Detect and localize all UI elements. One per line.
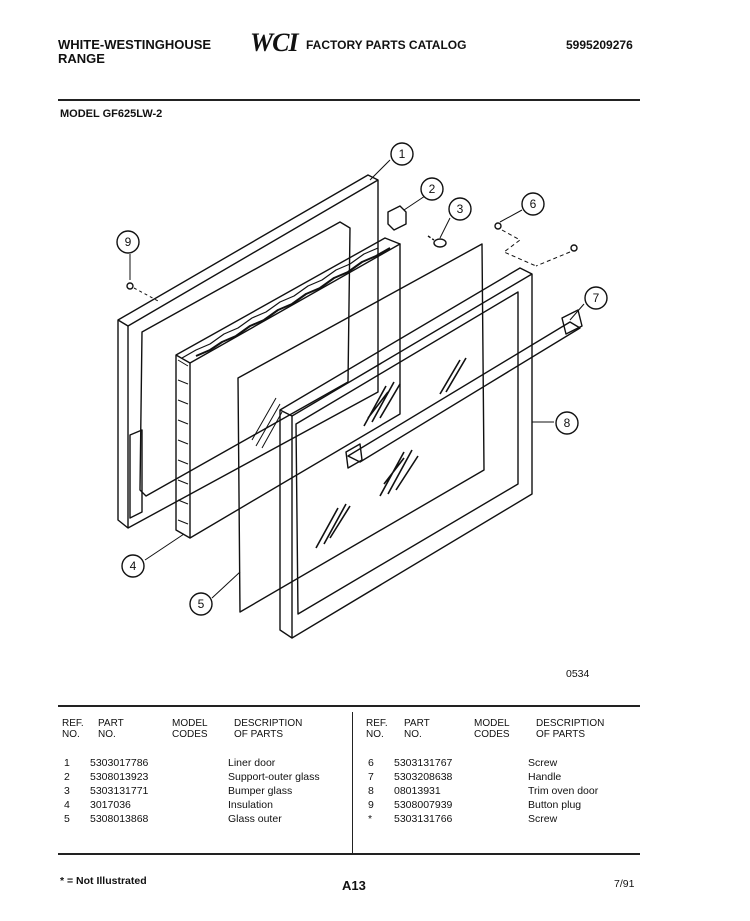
callout-4: 4 [121,554,145,578]
brand-block: WHITE-WESTINGHOUSE RANGE [58,38,211,66]
insulation-part [175,237,401,539]
svg-text:8: 8 [564,416,571,430]
ref-no-header: REF.NO. [62,718,84,740]
screw-part [494,222,578,267]
liner-door-part [117,174,379,529]
figure-code: 0534 [566,668,590,680]
callout-5: 5 [189,592,213,616]
callout-3: 3 [448,197,472,221]
not-illustrated-note: * = Not Illustrated [60,875,147,887]
brand-name: WHITE-WESTINGHOUSE [58,37,212,52]
model-number: MODEL GF625LW-2 [60,108,163,120]
svg-text:4: 4 [130,559,137,573]
catalog-number: 5995209276 [566,38,633,52]
trim-oven-door-part [279,267,533,639]
callout-7: 7 [584,286,608,310]
table-bottom-rule [58,853,640,855]
callout-6: 6 [521,192,545,216]
callout-1: 1 [390,142,414,166]
callout-9: 9 [116,230,140,254]
ref-no-header-right: REF.NO. [366,718,388,740]
support-outer-glass-part [387,205,407,231]
bumper-glass-part [427,235,447,248]
revision-date: 7/91 [614,878,635,890]
exploded-door-diagram: 1 2 3 4 5 6 7 8 9 0534 [116,142,608,680]
callout-8: 8 [555,411,579,435]
table-divider [352,712,353,854]
glass-outer-part [237,243,485,613]
svg-text:7: 7 [593,291,600,305]
svg-text:2: 2 [429,182,436,196]
svg-text:3: 3 [457,202,464,216]
svg-text:6: 6 [530,197,537,211]
svg-text:9: 9 [125,235,132,249]
wci-logo: WCI [250,28,299,57]
svg-text:5: 5 [198,597,205,611]
catalog-title: FACTORY PARTS CATALOG [306,38,467,52]
svg-text:1: 1 [399,147,406,161]
handle-part [345,309,583,469]
product-type: RANGE [58,51,105,66]
page-number: A13 [342,878,366,893]
header-rule [58,99,640,101]
table-top-rule [58,705,640,707]
callout-2: 2 [420,177,444,201]
button-plug-part [126,282,161,303]
